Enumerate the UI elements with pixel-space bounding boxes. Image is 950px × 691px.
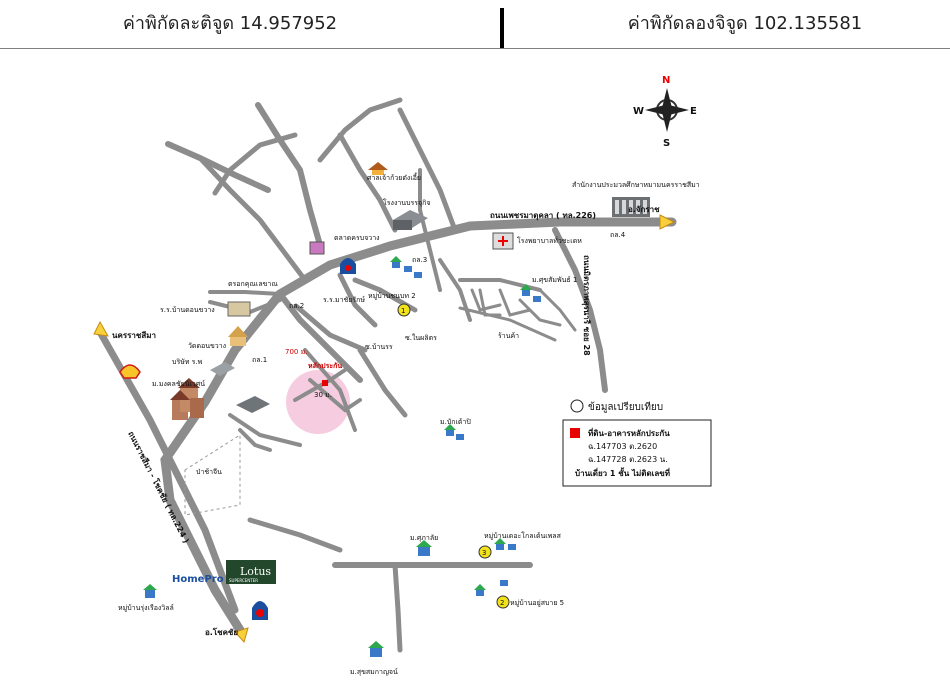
svg-text:ข้อมูลเปรียบเทียบ: ข้อมูลเปรียบเทียบ <box>588 401 663 413</box>
svg-text:ถนนเพชรมาตุคลา ( ทล.226): ถนนเพชรมาตุคลา ( ทล.226) <box>490 211 596 221</box>
svg-text:3: 3 <box>482 549 486 557</box>
svg-text:ถล.4: ถล.4 <box>610 231 626 239</box>
shell-icon <box>119 364 141 379</box>
svg-text:ม.ศุขสัมพันธ์ 1: ม.ศุขสัมพันธ์ 1 <box>532 276 577 284</box>
svg-text:2: 2 <box>500 599 504 607</box>
comparable-3 <box>478 545 492 559</box>
svg-text:วัดดอนขวาง: วัดดอนขวาง <box>188 342 226 350</box>
svg-text:Lotus: Lotus <box>240 565 271 578</box>
legend: ข้อมูลเปรียบเทียบ ที่ดิน-อาคารหลักประกัน… <box>562 399 712 487</box>
header-divider <box>500 8 504 48</box>
svg-text:ฉ.147728 ต.2623 น.: ฉ.147728 ต.2623 น. <box>588 455 668 464</box>
comparable-1 <box>397 303 411 317</box>
svg-text:หมู่บ้านอยู่สบาย 5: หมู่บ้านอยู่สบาย 5 <box>510 599 564 607</box>
svg-text:ตลาดครบจวาง: ตลาดครบจวาง <box>334 234 380 242</box>
svg-text:SUPERCENTER: SUPERCENTER <box>229 578 258 583</box>
comparable-markers[interactable]: 1 2 3 <box>397 303 510 609</box>
lotus-logo: Lotus SUPERCENTER <box>226 560 276 584</box>
hospital-icon <box>492 232 514 250</box>
svg-text:ม.สุขสมกาญจน์: ม.สุขสมกาญจน์ <box>350 668 398 676</box>
comparable-legend-icon <box>570 399 584 413</box>
svg-text:ฉ.147703 ต.2620: ฉ.147703 ต.2620 <box>588 442 657 451</box>
school-icon <box>227 301 251 317</box>
compass-n: N <box>662 75 670 86</box>
forest-area <box>184 434 241 516</box>
warehouse-icon <box>210 362 270 413</box>
houses-icon <box>170 378 204 420</box>
coordinate-header: ค่าพิกัดละติจูด 14.957952 ค่าพิกัดลองจิจ… <box>0 0 950 49</box>
svg-text:โรงงานบรรจุกิจ: โรงงานบรรจุกิจ <box>383 198 430 207</box>
svg-text:ร้านค้า: ร้านค้า <box>498 332 519 340</box>
svg-text:1: 1 <box>401 307 405 315</box>
svg-text:ม.บักเต้าปิ: ม.บักเต้าปิ <box>440 418 471 426</box>
compass-rose-icon: N S E W <box>633 75 697 149</box>
factory-icon <box>393 210 428 230</box>
location-map[interactable]: N S E W <box>0 50 950 691</box>
svg-text:ที่ดิน-อาคารหลักประกัน: ที่ดิน-อาคารหลักประกัน <box>588 427 670 438</box>
shrine-icon <box>368 162 388 175</box>
svg-text:ซ.บ้านรร: ซ.บ้านรร <box>365 343 393 351</box>
longitude-label: ค่าพิกัดลองจิจูด 102.135581 <box>627 13 863 34</box>
arrow-korat-icon <box>93 320 109 337</box>
svg-text:ร.ร.มาชัยรักษ์: ร.ร.มาชัยรักษ์ <box>323 296 365 304</box>
road-network <box>96 97 677 653</box>
svg-text:โรงพยาบาลทั่วชะเดห: โรงพยาบาลทั่วชะเดห <box>517 236 582 245</box>
subject-radius <box>286 370 350 434</box>
arrow-chokchai-icon <box>234 627 249 644</box>
svg-text:อ.โชคชัย: อ.โชคชัย <box>205 627 238 637</box>
svg-text:ถล.3: ถล.3 <box>412 256 427 264</box>
svg-text:ซ.ในผลิตร: ซ.ในผลิตร <box>405 333 437 342</box>
svg-text:หมู่บ้านชนบท 2: หมู่บ้านชนบท 2 <box>368 292 416 300</box>
svg-text:หลักประกัน: หลักประกัน <box>308 362 342 370</box>
svg-text:ตรอกคุณเลขาณ: ตรอกคุณเลขาณ <box>228 280 278 288</box>
svg-text:ถล.1: ถล.1 <box>252 356 267 364</box>
subject-legend-icon <box>570 428 580 438</box>
compass-e: E <box>690 106 697 117</box>
svg-text:หมู่บ้านรุ่งเรืองวิลล์: หมู่บ้านรุ่งเรืองวิลล์ <box>118 604 174 612</box>
village-house-roofs <box>143 256 532 648</box>
village-house-icons <box>145 262 541 657</box>
comparable-2 <box>496 595 510 609</box>
road-226 <box>275 217 677 299</box>
svg-text:ศาลเจ้าก้วยต๋งเอี้ย: ศาลเจ้าก้วยต๋งเอี้ย <box>367 171 421 182</box>
compass-s: S <box>663 138 670 149</box>
govt-office-icon <box>612 197 650 217</box>
market-icon <box>309 241 325 255</box>
svg-text:ถล.2: ถล.2 <box>289 302 304 310</box>
compass-w: W <box>633 106 644 117</box>
temple-icon <box>228 326 248 346</box>
svg-text:หมู่บ้านเดอะโกลเด้นเพลส: หมู่บ้านเดอะโกลเด้นเพลส <box>484 531 562 540</box>
homepro-logo: HomePro <box>172 574 224 585</box>
svg-text:นครราชสีมา: นครราชสีมา <box>112 330 156 340</box>
svg-text:ถนนมิตรภาพสุรนารี ซอย 28: ถนนมิตรภาพสุรนารี ซอย 28 <box>581 255 592 356</box>
road-to-korat <box>96 328 239 614</box>
svg-text:สำนักงานประมวลศึกษาหมามนครราชส: สำนักงานประมวลศึกษาหมามนครราชสีมา <box>572 180 700 189</box>
svg-text:700 ม.: 700 ม. <box>285 348 307 356</box>
gas-station-icon <box>252 258 356 620</box>
svg-text:บริษัท ร.พ: บริษัท ร.พ <box>172 358 203 366</box>
svg-text:ร.ร.บ้านดอนขวาง: ร.ร.บ้านดอนขวาง <box>160 306 215 314</box>
latitude-label: ค่าพิกัดละติจูด 14.957952 <box>122 13 338 34</box>
svg-text:ป่าช้าจีน: ป่าช้าจีน <box>196 468 222 476</box>
svg-text:อ.จักราช: อ.จักราช <box>628 205 660 214</box>
svg-text:ม.ศุภาลัย: ม.ศุภาลัย <box>410 534 438 542</box>
svg-text:ม.มงคลชัยนิเวศน์: ม.มงคลชัยนิเวศน์ <box>152 380 205 388</box>
svg-text:บ้านเดี่ยว 1 ชั้น ไม่ติดเลขที: บ้านเดี่ยว 1 ชั้น ไม่ติดเลขที่ <box>575 467 670 478</box>
subject-marker[interactable] <box>322 380 328 386</box>
road-224 <box>160 289 285 635</box>
arrow-chakkarat-icon <box>659 214 676 230</box>
svg-text:30 ม.: 30 ม. <box>314 391 332 399</box>
